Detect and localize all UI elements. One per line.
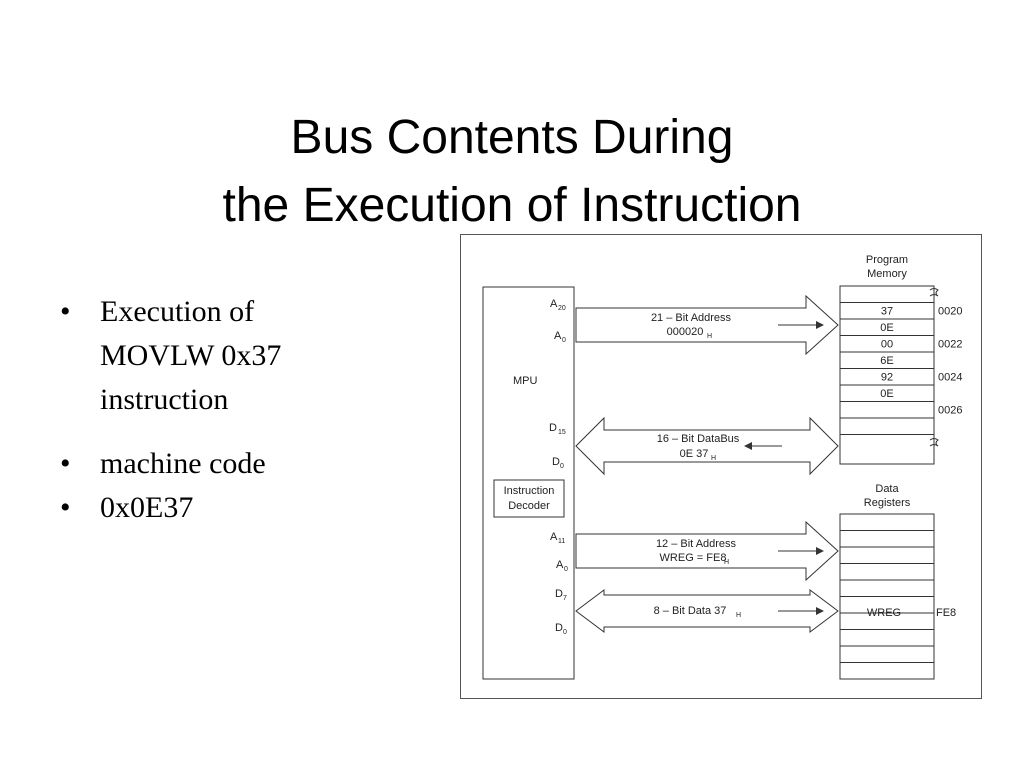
- bullet-text: 0x0E37: [100, 491, 194, 524]
- title-line-2: the Execution of Instruction: [222, 179, 802, 232]
- program-address-bus-label: 21 – Bit Address: [651, 312, 732, 324]
- svg-text:D: D: [555, 622, 563, 634]
- svg-text:H: H: [707, 333, 712, 340]
- data-registers-title-2: Registers: [864, 497, 911, 509]
- memory-cell-value: 0E: [880, 322, 893, 334]
- memory-cell-value: 92: [881, 372, 893, 384]
- svg-text:A: A: [554, 330, 562, 342]
- svg-text:A: A: [550, 531, 558, 543]
- data-address-bus-label: 12 – Bit Address: [656, 538, 737, 550]
- svg-text:D: D: [552, 456, 560, 468]
- program-data-bus-arrow: [575, 416, 839, 476]
- program-address-bus-arrow: [575, 294, 839, 356]
- mpu-label: MPU: [513, 375, 538, 387]
- svg-text:7: 7: [563, 595, 567, 602]
- memory-cell-value: 0E: [880, 388, 893, 400]
- bullet-text: machine code: [100, 447, 266, 480]
- program-memory-cells: 37 0E 00 6E 92 0E: [840, 302, 934, 435]
- program-data-bus-label: 16 – Bit DataBus: [657, 433, 740, 445]
- bullet-item: Execution of MOVLW 0x37 instruction: [58, 290, 358, 422]
- svg-text:20: 20: [558, 305, 566, 312]
- program-memory-title-2: Memory: [867, 268, 907, 280]
- program-memory-addresses: 0020 0022 0024 0026: [938, 306, 962, 417]
- memory-break-mark-top: [929, 288, 939, 297]
- svg-text:A: A: [550, 298, 558, 310]
- svg-text:0: 0: [560, 463, 564, 470]
- data-registers-cells: [840, 530, 934, 663]
- memory-address-label: 0022: [938, 339, 962, 351]
- bullet-item: 0x0E37: [58, 486, 358, 530]
- svg-text:D: D: [549, 422, 557, 434]
- data-bus-direction-arrow: [778, 607, 824, 615]
- svg-text:H: H: [724, 559, 729, 566]
- svg-text:000020: 000020: [667, 326, 704, 338]
- memory-cell-value: 37: [881, 306, 893, 318]
- svg-text:8 – Bit Data 37: 8 – Bit Data 37: [654, 605, 727, 617]
- data-address-bus-arrow: [575, 520, 839, 582]
- slide-title: Bus Contents During the Execution of Ins…: [0, 104, 1024, 240]
- data-bus-arrow: [575, 589, 839, 633]
- svg-text:A: A: [556, 559, 564, 571]
- bullet-list: Execution of MOVLW 0x37 instruction mach…: [58, 290, 358, 530]
- wreg-label: WREG: [867, 607, 901, 619]
- program-data-direction-arrow: [744, 442, 782, 450]
- svg-text:0E 37: 0E 37: [680, 448, 709, 460]
- svg-text:H: H: [736, 612, 741, 619]
- wreg-address: FE8: [936, 607, 956, 619]
- svg-text:D: D: [555, 588, 563, 600]
- program-memory-title-1: Program: [866, 254, 908, 266]
- svg-text:H: H: [711, 455, 716, 462]
- title-line-1: Bus Contents During: [290, 111, 734, 164]
- svg-text:11: 11: [558, 538, 565, 545]
- svg-text:15: 15: [558, 429, 566, 436]
- program-address-direction-arrow: [778, 321, 824, 329]
- svg-text:WREG = FE8: WREG = FE8: [660, 552, 727, 564]
- bullet-item: machine code: [58, 442, 358, 486]
- decoder-label-2: Decoder: [508, 500, 550, 512]
- svg-text:0: 0: [564, 566, 568, 573]
- memory-cell-value: 00: [881, 339, 893, 351]
- memory-address-label: 0024: [938, 372, 962, 384]
- memory-break-mark-bottom: [929, 438, 939, 447]
- instruction-decoder-box: [493, 479, 565, 518]
- svg-text:0: 0: [563, 629, 567, 636]
- data-address-direction-arrow: [778, 547, 824, 555]
- data-bus-label: 8 – Bit Data 37 H: [654, 605, 741, 619]
- memory-cell-value: 6E: [880, 355, 893, 367]
- bullet-text: Execution of MOVLW 0x37 instruction: [100, 295, 282, 416]
- memory-address-label: 0020: [938, 306, 962, 318]
- data-registers-title-1: Data: [875, 483, 899, 495]
- memory-address-label: 0026: [938, 405, 962, 417]
- svg-text:0: 0: [562, 337, 566, 344]
- decoder-label-1: Instruction: [504, 485, 555, 497]
